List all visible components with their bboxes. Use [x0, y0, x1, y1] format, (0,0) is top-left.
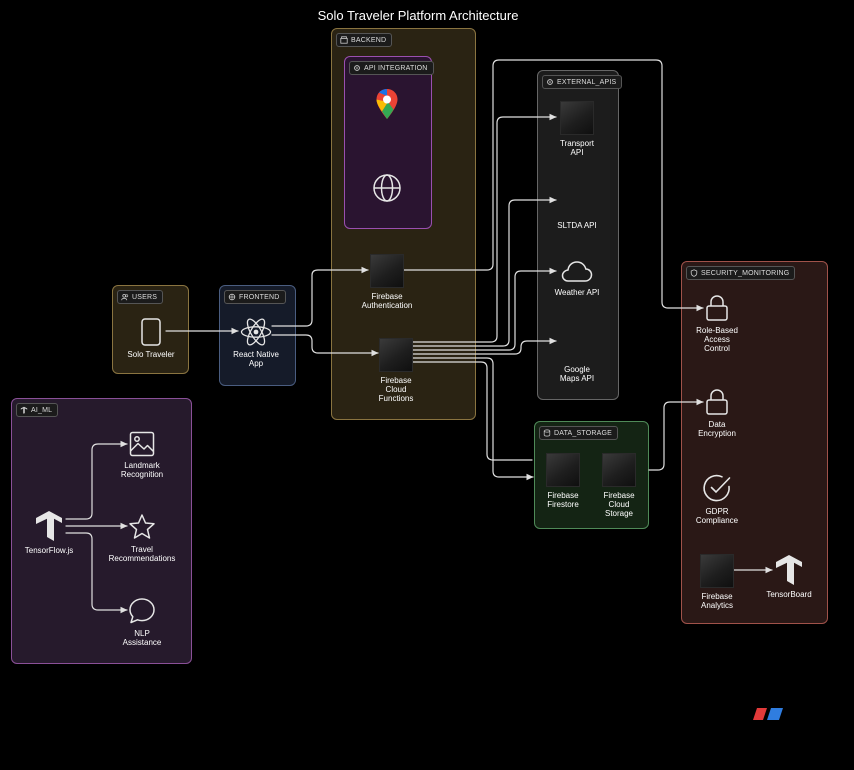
lock-icon — [706, 295, 728, 321]
firestore-label: Firebase Firestore — [547, 491, 579, 509]
solo-traveler-label: Solo Traveler — [127, 350, 175, 359]
globe-icon — [373, 174, 401, 202]
weather-api-label: Weather API — [554, 288, 600, 297]
database-icon — [543, 429, 551, 437]
lock-icon — [706, 389, 728, 415]
travel-recommendations-label: Travel Recommendations — [108, 545, 176, 563]
travel-recommendations-node[interactable]: Travel Recommendations — [97, 513, 187, 563]
firebase-analytics-icon — [700, 554, 734, 588]
firestore-icon — [546, 453, 580, 487]
tensorboard-label: TensorBoard — [766, 590, 812, 599]
cloud-functions-label: Firebase Cloud Functions — [378, 376, 414, 403]
chat-icon — [129, 598, 155, 624]
group-label-api-integration: API INTEGRATION — [349, 61, 434, 75]
transport-api-icon — [560, 101, 594, 135]
rbac-node[interactable]: Role-Based Access Control — [672, 294, 762, 353]
cloud-storage-label: Firebase Cloud Storage — [603, 491, 635, 518]
group-api-integration: API INTEGRATION — [344, 56, 434, 229]
diagram-title: Solo Traveler Platform Architecture — [317, 8, 519, 23]
landmark-node[interactable]: Landmark Recognition — [97, 431, 187, 479]
firebase-auth-label: Firebase Authentication — [361, 292, 413, 310]
firebase-auth-icon — [370, 254, 404, 288]
firebase-analytics-node[interactable]: Firebase Analytics — [672, 554, 762, 610]
google-maps-api-node[interactable]: Google Maps API — [532, 361, 622, 383]
group-label-security-monitoring: SECURITY_MONITORING — [686, 266, 796, 280]
google-maps-node[interactable] — [375, 88, 399, 120]
tensorflow-label: TensorFlow.js — [24, 546, 74, 555]
gdpr-label: GDPR Compliance — [695, 507, 739, 525]
data-encryption-label: Data Encryption — [698, 420, 736, 438]
tensorflow-node[interactable]: TensorFlow.js — [4, 510, 94, 555]
cloud-storage-node[interactable]: Firebase Cloud Storage — [574, 453, 664, 518]
frontend-icon — [228, 293, 236, 301]
firebase-auth-node[interactable]: Firebase Authentication — [342, 254, 432, 310]
react-native-app-label: React Native App — [233, 350, 279, 368]
gdpr-node[interactable]: GDPR Compliance — [672, 473, 762, 525]
group-label-external-apis: EXTERNAL_APIS — [542, 75, 623, 89]
group-label-backend: BACKEND — [336, 33, 393, 47]
tensorboard-node[interactable]: TensorBoard — [744, 554, 834, 599]
sltda-api-label: SLTDA API — [557, 221, 597, 230]
transport-api-label: Transport API — [560, 139, 594, 157]
tensorflow-icon — [20, 406, 28, 414]
group-label-users: USERS — [117, 290, 164, 304]
group-users: USERS — [112, 285, 189, 374]
nlp-node[interactable]: NLP Assistance — [97, 597, 187, 647]
group-label-frontend: FRONTEND — [224, 290, 286, 304]
cloud-icon — [561, 261, 593, 282]
cloud-storage-icon — [602, 453, 636, 487]
landmark-label: Landmark Recognition — [120, 461, 164, 479]
react-native-app-node[interactable]: React Native App — [211, 318, 301, 368]
nlp-label: NLP Assistance — [122, 629, 162, 647]
weather-api-node[interactable]: Weather API — [532, 260, 622, 297]
cloud-functions-icon — [379, 338, 413, 372]
globe-node[interactable] — [372, 173, 402, 203]
group-label-data-storage: DATA_STORAGE — [539, 426, 619, 440]
sltda-api-node[interactable]: SLTDA API — [532, 217, 622, 230]
google-maps-icon — [376, 89, 398, 119]
tensorflow-icon — [36, 511, 62, 541]
brand-logo-icon — [753, 708, 783, 720]
users-icon — [121, 293, 129, 301]
tensorflow-icon — [776, 555, 802, 585]
mobile-icon — [141, 318, 161, 346]
firebase-analytics-label: Firebase Analytics — [700, 592, 733, 610]
firestore-node[interactable]: Firebase Firestore — [518, 453, 608, 509]
backend-icon — [340, 36, 348, 44]
gear-icon — [354, 65, 360, 71]
image-icon — [129, 431, 155, 457]
gear-icon — [547, 79, 553, 85]
group-label-ai-ml: AI_ML — [16, 403, 59, 417]
google-maps-api-label: Google Maps API — [559, 365, 595, 383]
transport-api-node[interactable]: Transport API — [532, 101, 622, 157]
solo-traveler-node[interactable]: Solo Traveler — [106, 318, 196, 359]
shield-icon — [690, 269, 698, 277]
rbac-label: Role-Based Access Control — [696, 326, 738, 353]
data-encryption-node[interactable]: Data Encryption — [672, 388, 762, 438]
group-ai-ml: AI_ML — [11, 398, 192, 664]
cloud-functions-node[interactable]: Firebase Cloud Functions — [351, 338, 441, 403]
react-icon — [240, 318, 272, 346]
star-icon — [129, 514, 155, 539]
check-circle-icon — [703, 474, 731, 502]
